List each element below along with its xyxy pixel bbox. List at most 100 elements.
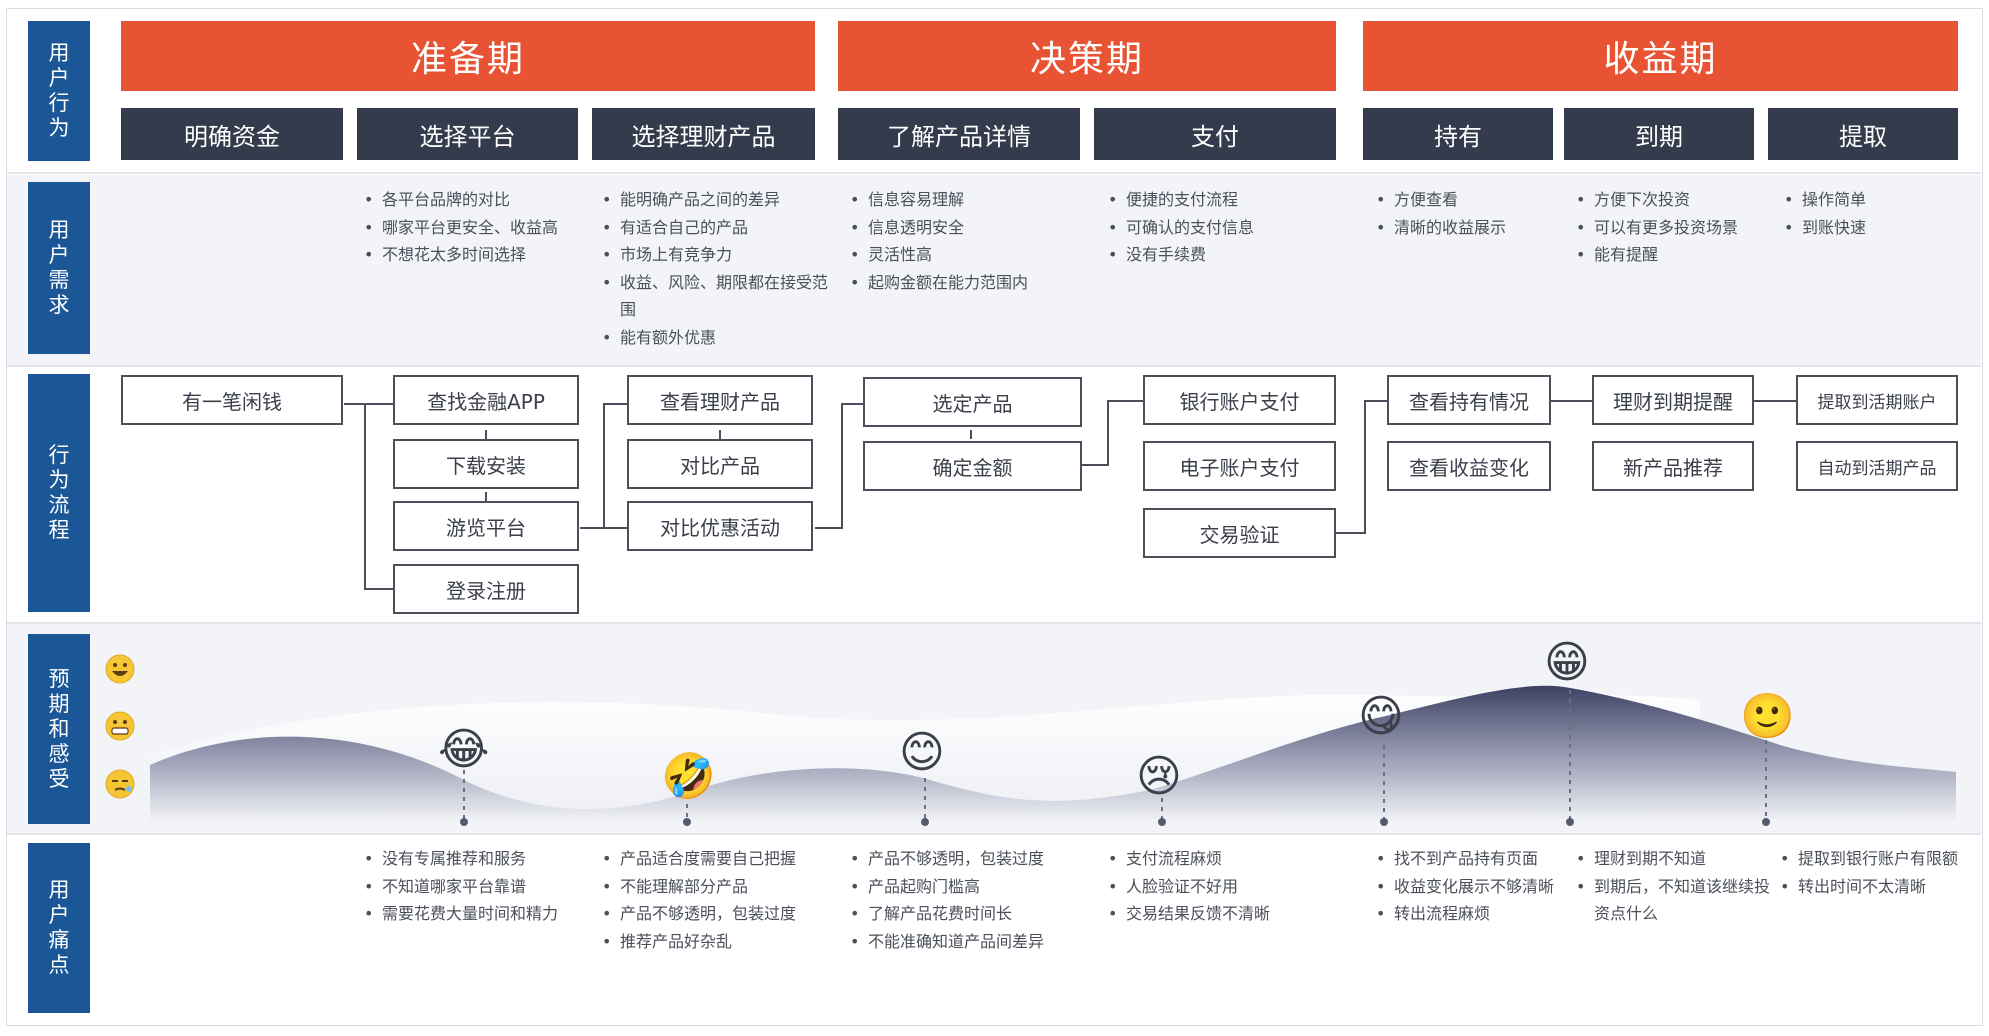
list-item: 到账快速 (1784, 214, 1982, 242)
flow-step-compare-products: 对比产品 (627, 439, 813, 489)
divider (7, 172, 1981, 174)
list-item: 不想花太多时间选择 (364, 241, 594, 269)
list-item: 产品不够透明，包装过度 (602, 900, 842, 928)
flow-step-view-holdings: 查看持有情况 (1387, 375, 1551, 425)
pain-list-platform: 没有专属推荐和服务 不知道哪家平台靠谱 需要花费大量时间和精力 (360, 845, 598, 928)
list-item: 推荐产品好杂乱 (602, 928, 842, 956)
list-item: 转出时间不太清晰 (1780, 873, 1984, 901)
tears-of-joy-icon: 😂 (438, 724, 490, 775)
list-item: 信息透明安全 (850, 214, 1100, 242)
pain-list-product: 产品适合度需要自己把握 不能理解部分产品 产品不够透明，包装过度 推荐产品好杂乱 (598, 845, 842, 955)
pain-list-maturity: 理财到期不知道 到期后，不知道该继续投资点什么 (1572, 845, 1776, 928)
list-item: 到期后，不知道该继续投资点什么 (1576, 873, 1776, 928)
flow-step-select-product: 选定产品 (863, 377, 1082, 427)
list-item: 需要花费大量时间和精力 (364, 900, 598, 928)
list-item: 便捷的支付流程 (1108, 186, 1356, 214)
row-label-needs: 用户需求 (28, 182, 90, 354)
list-item: 产品起购门槛高 (850, 873, 1100, 901)
flow-step-auto-to-current: 自动到活期产品 (1796, 441, 1958, 491)
list-item: 灵活性高 (850, 241, 1100, 269)
list-item: 支付流程麻烦 (1108, 845, 1358, 873)
list-item: 方便下次投资 (1576, 186, 1784, 214)
list-item: 可确认的支付信息 (1108, 214, 1356, 242)
flow-step-compare-offers: 对比优惠活动 (627, 501, 813, 551)
list-item: 有适合自己的产品 (602, 214, 838, 242)
flow-step-new-product-recommend: 新产品推荐 (1592, 441, 1754, 491)
list-item: 了解产品花费时间长 (850, 900, 1100, 928)
list-item: 不能准确知道产品间差异 (850, 928, 1100, 956)
stage-choose-product: 选择理财产品 (592, 108, 815, 160)
divider (7, 833, 1981, 835)
pain-list-holding: 找不到产品持有页面 收益变化展示不够清晰 转出流程麻烦 (1372, 845, 1574, 928)
stage-clarify-funds: 明确资金 (121, 108, 343, 160)
list-item: 能有提醒 (1576, 241, 1784, 269)
flow-step-download: 下载安装 (393, 439, 579, 489)
list-item: 产品不够透明，包装过度 (850, 845, 1100, 873)
list-item: 转出流程麻烦 (1376, 900, 1574, 928)
needs-list-holding: 方便查看 清晰的收益展示 (1372, 186, 1574, 241)
list-item: 哪家平台更安全、收益高 (364, 214, 594, 242)
list-item: 找不到产品持有页面 (1376, 845, 1574, 873)
needs-list-product: 能明确产品之间的差异 有适合自己的产品 市场上有竞争力 收益、风险、期限都在接受… (598, 186, 838, 351)
needs-list-details: 信息容易理解 信息透明安全 灵活性高 起购金额在能力范围内 (846, 186, 1100, 296)
flow-step-view-products: 查看理财产品 (627, 375, 813, 425)
phase-prepare: 准备期 (121, 21, 815, 91)
rolling-laughing-icon: 🤣 (661, 751, 716, 802)
list-item: 能明确产品之间的差异 (602, 186, 838, 214)
list-item: 市场上有竞争力 (602, 241, 838, 269)
list-item: 操作简单 (1784, 186, 1982, 214)
list-item: 理财到期不知道 (1576, 845, 1776, 873)
yum-face-icon: 😋 (1358, 691, 1404, 742)
list-item: 产品适合度需要自己把握 (602, 845, 842, 873)
pain-list-payment: 支付流程麻烦 人脸验证不好用 交易结果反馈不清晰 (1104, 845, 1358, 928)
list-item: 清晰的收益展示 (1376, 214, 1574, 242)
pain-list-withdraw: 提取到银行账户有限额 转出时间不太清晰 (1776, 845, 1984, 900)
row-label-feeling: 预期和感受 (28, 634, 90, 824)
slight-smile-icon: 🙂 (1740, 691, 1795, 742)
pain-list-details: 产品不够透明，包装过度 产品起购门槛高 了解产品花费时间长 不能准确知道产品间差… (846, 845, 1100, 955)
flow-step-bank-pay: 银行账户支付 (1143, 375, 1336, 425)
flow-step-find-app: 查找金融APP (393, 375, 579, 425)
flow-step-set-amount: 确定金额 (863, 441, 1082, 491)
flow-step-login: 登录注册 (393, 564, 579, 614)
list-item: 不能理解部分产品 (602, 873, 842, 901)
smiling-face-icon: 😊 (899, 727, 945, 778)
list-item: 信息容易理解 (850, 186, 1100, 214)
list-item: 收益、风险、期限都在接受范围 (602, 269, 838, 324)
stage-product-details: 了解产品详情 (838, 108, 1080, 160)
list-item: 方便查看 (1376, 186, 1574, 214)
needs-list-payment: 便捷的支付流程 可确认的支付信息 没有手续费 (1104, 186, 1356, 269)
list-item: 能有额外优惠 (602, 324, 838, 352)
stage-payment: 支付 (1094, 108, 1336, 160)
flow-step-withdraw-to-current: 提取到活期账户 (1796, 375, 1958, 425)
list-item: 各平台品牌的对比 (364, 186, 594, 214)
flow-step-idle-money: 有一笔闲钱 (121, 375, 343, 425)
flow-step-browse-platform: 游览平台 (393, 501, 579, 551)
needs-list-platform: 各平台品牌的对比 哪家平台更安全、收益高 不想花太多时间选择 (360, 186, 594, 269)
flow-step-view-earnings: 查看收益变化 (1387, 441, 1551, 491)
feeling-band (7, 624, 1981, 834)
row-label-flow: 行为流程 (28, 374, 90, 612)
needs-list-withdraw: 操作简单 到账快速 (1780, 186, 1982, 241)
list-item: 起购金额在能力范围内 (850, 269, 1100, 297)
phase-return: 收益期 (1363, 21, 1958, 91)
stage-choose-platform: 选择平台 (357, 108, 578, 160)
list-item: 交易结果反馈不清晰 (1108, 900, 1358, 928)
divider (7, 622, 1981, 624)
list-item: 不知道哪家平台靠谱 (364, 873, 598, 901)
row-label-behavior: 用户行为 (28, 21, 90, 161)
beaming-face-icon: 😁 (1544, 637, 1590, 688)
list-item: 提取到银行账户有限额 (1780, 845, 1984, 873)
phase-decision: 决策期 (838, 21, 1336, 91)
stage-maturity: 到期 (1564, 108, 1754, 160)
crying-face-icon: 😢 (1136, 751, 1182, 802)
stage-withdraw: 提取 (1768, 108, 1958, 160)
needs-list-maturity: 方便下次投资 可以有更多投资场景 能有提醒 (1572, 186, 1784, 269)
divider (7, 365, 1981, 367)
flow-step-e-account-pay: 电子账户支付 (1143, 441, 1336, 491)
list-item: 人脸验证不好用 (1108, 873, 1358, 901)
stage-holding: 持有 (1363, 108, 1553, 160)
row-label-pain: 用户痛点 (28, 843, 90, 1013)
flow-step-maturity-reminder: 理财到期提醒 (1592, 375, 1754, 425)
list-item: 没有专属推荐和服务 (364, 845, 598, 873)
